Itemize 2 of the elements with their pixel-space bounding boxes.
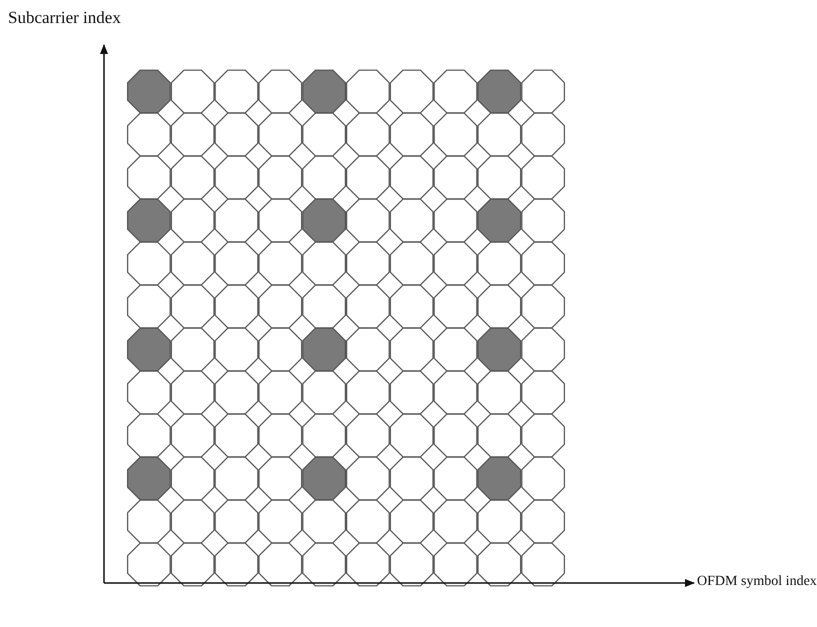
axis-label: Subcarrier index	[8, 8, 121, 28]
axis-label: OFDM symbol index	[697, 574, 817, 590]
